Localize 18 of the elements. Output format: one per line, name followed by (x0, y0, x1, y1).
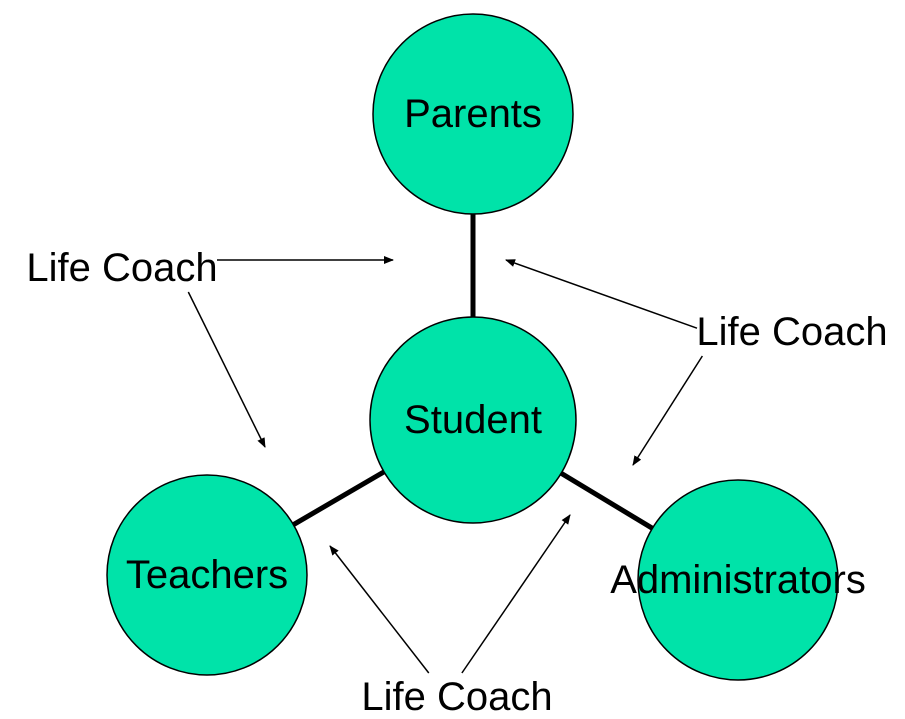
arrow (188, 292, 266, 448)
circle-node (369, 316, 577, 524)
connector-line (560, 471, 654, 530)
callout-text: Life Coach (361, 673, 553, 719)
arrow (461, 514, 571, 674)
arrow (632, 356, 703, 466)
connector-line (470, 214, 476, 317)
node-label: Teachers (126, 552, 288, 599)
arrow (217, 256, 394, 264)
connector-line (292, 470, 386, 527)
circle-node (372, 13, 574, 215)
callout-text: Life Coach (26, 244, 218, 292)
node-label: Student (404, 397, 542, 444)
callout-text: Life Coach (696, 308, 888, 356)
arrow (505, 259, 698, 329)
circle-node (106, 474, 308, 676)
arrow (329, 545, 430, 674)
node-label: Parents (404, 91, 542, 138)
